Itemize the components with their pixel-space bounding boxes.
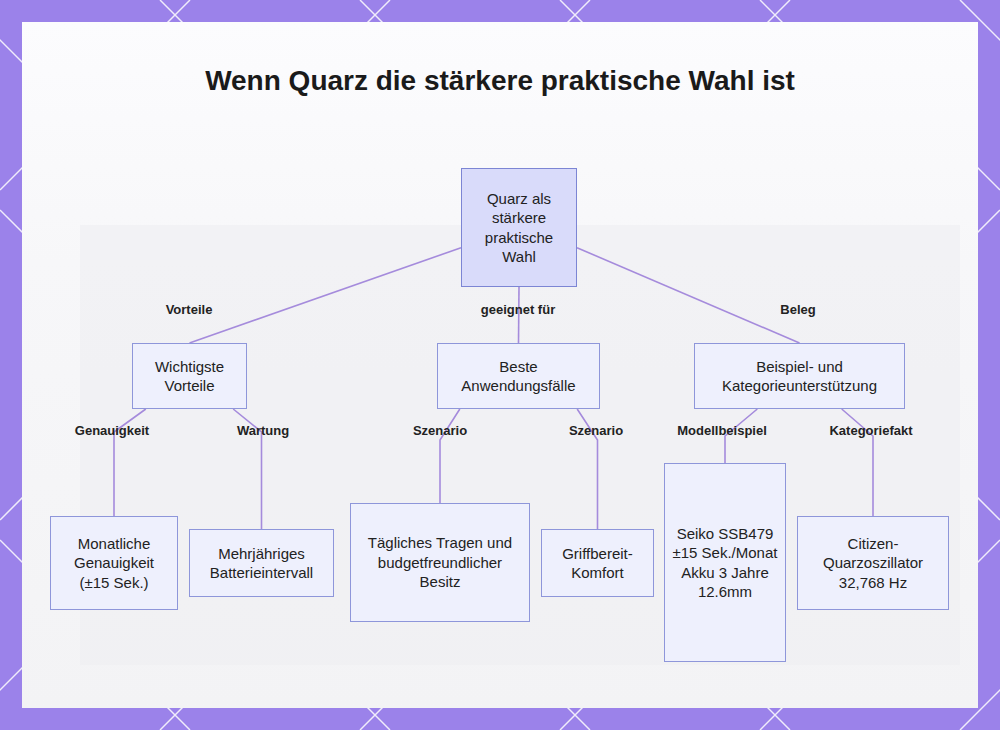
edge-label: geeignet für [481,302,555,317]
box-text: Seiko SSB479 ±15 Sek./Monat Akku 3 Jahre… [671,524,779,602]
box-text: Quarz als stärkere praktische Wahl [468,189,570,267]
box-text-group: Mehrjähriges Batterieintervall [196,544,327,583]
concept-box: Griffbereit-Komfort [541,529,654,597]
concept-box: Seiko SSB479 ±15 Sek./Monat Akku 3 Jahre… [664,463,786,662]
edge-label: Szenario [569,423,623,438]
box-text-group: Tägliches Tragen und budgetfreundlicher … [357,533,523,592]
box-text-group: Monatliche Genauigkeit (±15 Sek.) [57,534,171,593]
box-text-group: Beispiel- und Kategorieunterstützung [701,357,898,396]
concept-box: Citizen-Quarzoszillator 32,768 Hz [797,516,949,610]
concept-box: Beispiel- und Kategorieunterstützung [694,343,905,409]
box-text-group: Beste Anwendungsfälle [444,357,593,396]
connector-line [190,248,462,343]
box-text: Citizen-Quarzoszillator 32,768 Hz [804,534,942,593]
concept-box: Monatliche Genauigkeit (±15 Sek.) [50,516,178,610]
box-text: Beste Anwendungsfälle [444,357,593,396]
edge-label: Modellbeispiel [677,423,767,438]
edge-label: Kategoriefakt [829,423,912,438]
box-text-group: Wichtigste Vorteile [139,357,240,396]
box-text-group: Quarz als stärkere praktische Wahl [468,189,570,267]
box-text: Wichtigste Vorteile [139,357,240,396]
concept-box: Quarz als stärkere praktische Wahl [461,168,577,287]
box-text: Monatliche Genauigkeit (±15 Sek.) [57,534,171,593]
edge-label: Genauigkeit [75,423,149,438]
box-text: Griffbereit-Komfort [548,544,647,583]
diagram-title: Wenn Quarz die stärkere praktische Wahl … [150,62,850,99]
concept-box: Wichtigste Vorteile [132,343,247,409]
box-text-group: Seiko SSB479 ±15 Sek./Monat Akku 3 Jahre… [671,524,779,602]
faded-photo [80,225,960,665]
edge-label: Vorteile [166,302,213,317]
edge-label: Szenario [413,423,467,438]
edge-label: Wartung [237,423,289,438]
box-text-group: Griffbereit-Komfort [548,544,647,583]
box-text: Mehrjähriges Batterieintervall [196,544,327,583]
box-text: Beispiel- und Kategorieunterstützung [701,357,898,396]
box-text-group: Citizen-Quarzoszillator 32,768 Hz [804,534,942,593]
edge-label: Beleg [780,302,815,317]
content-panel [22,22,978,708]
concept-box: Tägliches Tragen und budgetfreundlicher … [350,503,530,622]
concept-box: Mehrjähriges Batterieintervall [189,529,334,597]
box-text: Tägliches Tragen und budgetfreundlicher … [357,533,523,592]
connector-line [577,248,800,343]
concept-box: Beste Anwendungsfälle [437,343,600,409]
